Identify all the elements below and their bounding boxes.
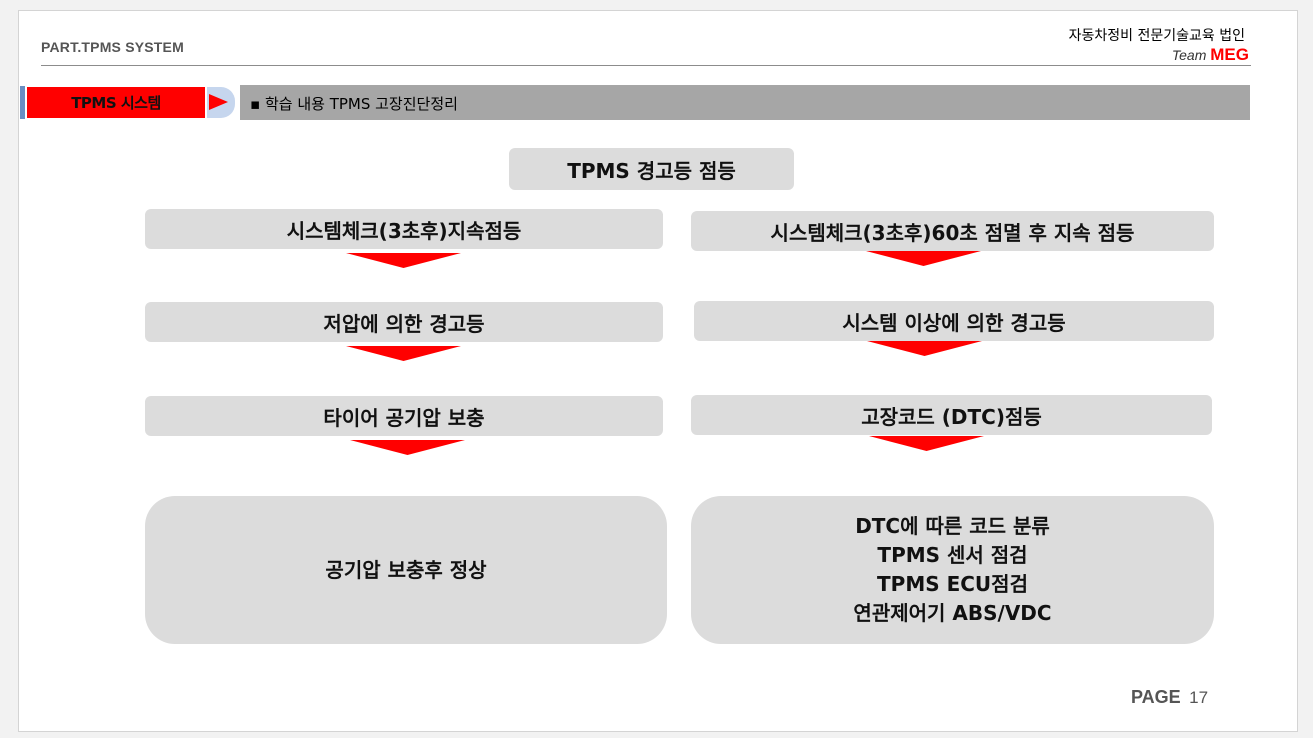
- down-arrow-icon: [346, 346, 461, 361]
- page-label: PAGE: [1131, 687, 1181, 707]
- section-tag-accent: [20, 86, 25, 119]
- section-subtitle: ▪ 학습 내용 TPMS 고장진단정리: [250, 93, 458, 114]
- section-tag: TPMS 시스템: [27, 87, 205, 118]
- slide: PART.TPMS SYSTEM 자동차정비 전문기술교육 법인 Team ME…: [18, 10, 1298, 732]
- flow-left-result: 공기압 보충후 정상: [145, 496, 667, 644]
- down-arrow-icon: [346, 253, 461, 268]
- down-arrow-icon: [350, 440, 465, 455]
- flow-right-result-line-4: 연관제어기 ABS/VDC: [853, 601, 1052, 625]
- flow-right-result-line-2: TPMS 센서 점검: [877, 543, 1028, 567]
- flow-right-step-2: 시스템 이상에 의한 경고등: [694, 301, 1214, 341]
- play-arrow-icon: [209, 94, 228, 110]
- organization-name: 자동차정비 전문기술교육 법인: [1068, 28, 1245, 44]
- team-brand: MEG: [1210, 45, 1249, 64]
- flow-top-box: TPMS 경고등 점등: [509, 148, 794, 190]
- flow-right-result: DTC에 따른 코드 분류 TPMS 센서 점검 TPMS ECU점검 연관제어…: [691, 496, 1214, 644]
- team-prefix: Team: [1171, 47, 1207, 63]
- page-indicator: PAGE 17: [1131, 687, 1208, 708]
- bullet-icon: ▪: [250, 95, 261, 113]
- page-number: 17: [1189, 688, 1209, 707]
- down-arrow-icon: [867, 341, 982, 356]
- down-arrow-icon: [866, 251, 981, 266]
- flow-left-step-3: 타이어 공기압 보충: [145, 396, 663, 436]
- part-title: PART.TPMS SYSTEM: [41, 39, 184, 55]
- header-divider: [41, 65, 1251, 66]
- section-tag-arrow-box: [207, 87, 235, 118]
- section-tag-label: TPMS 시스템: [71, 94, 161, 112]
- flow-left-step-1: 시스템체크(3초후)지속점등: [145, 209, 663, 249]
- flow-left-step-2: 저압에 의한 경고등: [145, 302, 663, 342]
- down-arrow-icon: [869, 436, 984, 451]
- flow-right-step-1: 시스템체크(3초후)60초 점멸 후 지속 점등: [691, 211, 1214, 251]
- flow-right-step-3: 고장코드 (DTC)점등: [691, 395, 1212, 435]
- team-label: Team MEG: [1172, 45, 1249, 65]
- flow-right-result-line-3: TPMS ECU점검: [877, 572, 1028, 596]
- section-subtitle-bar: ▪ 학습 내용 TPMS 고장진단정리: [240, 85, 1250, 120]
- section-subtitle-text: 학습 내용 TPMS 고장진단정리: [264, 95, 458, 113]
- flow-right-result-line-1: DTC에 따른 코드 분류: [855, 514, 1050, 538]
